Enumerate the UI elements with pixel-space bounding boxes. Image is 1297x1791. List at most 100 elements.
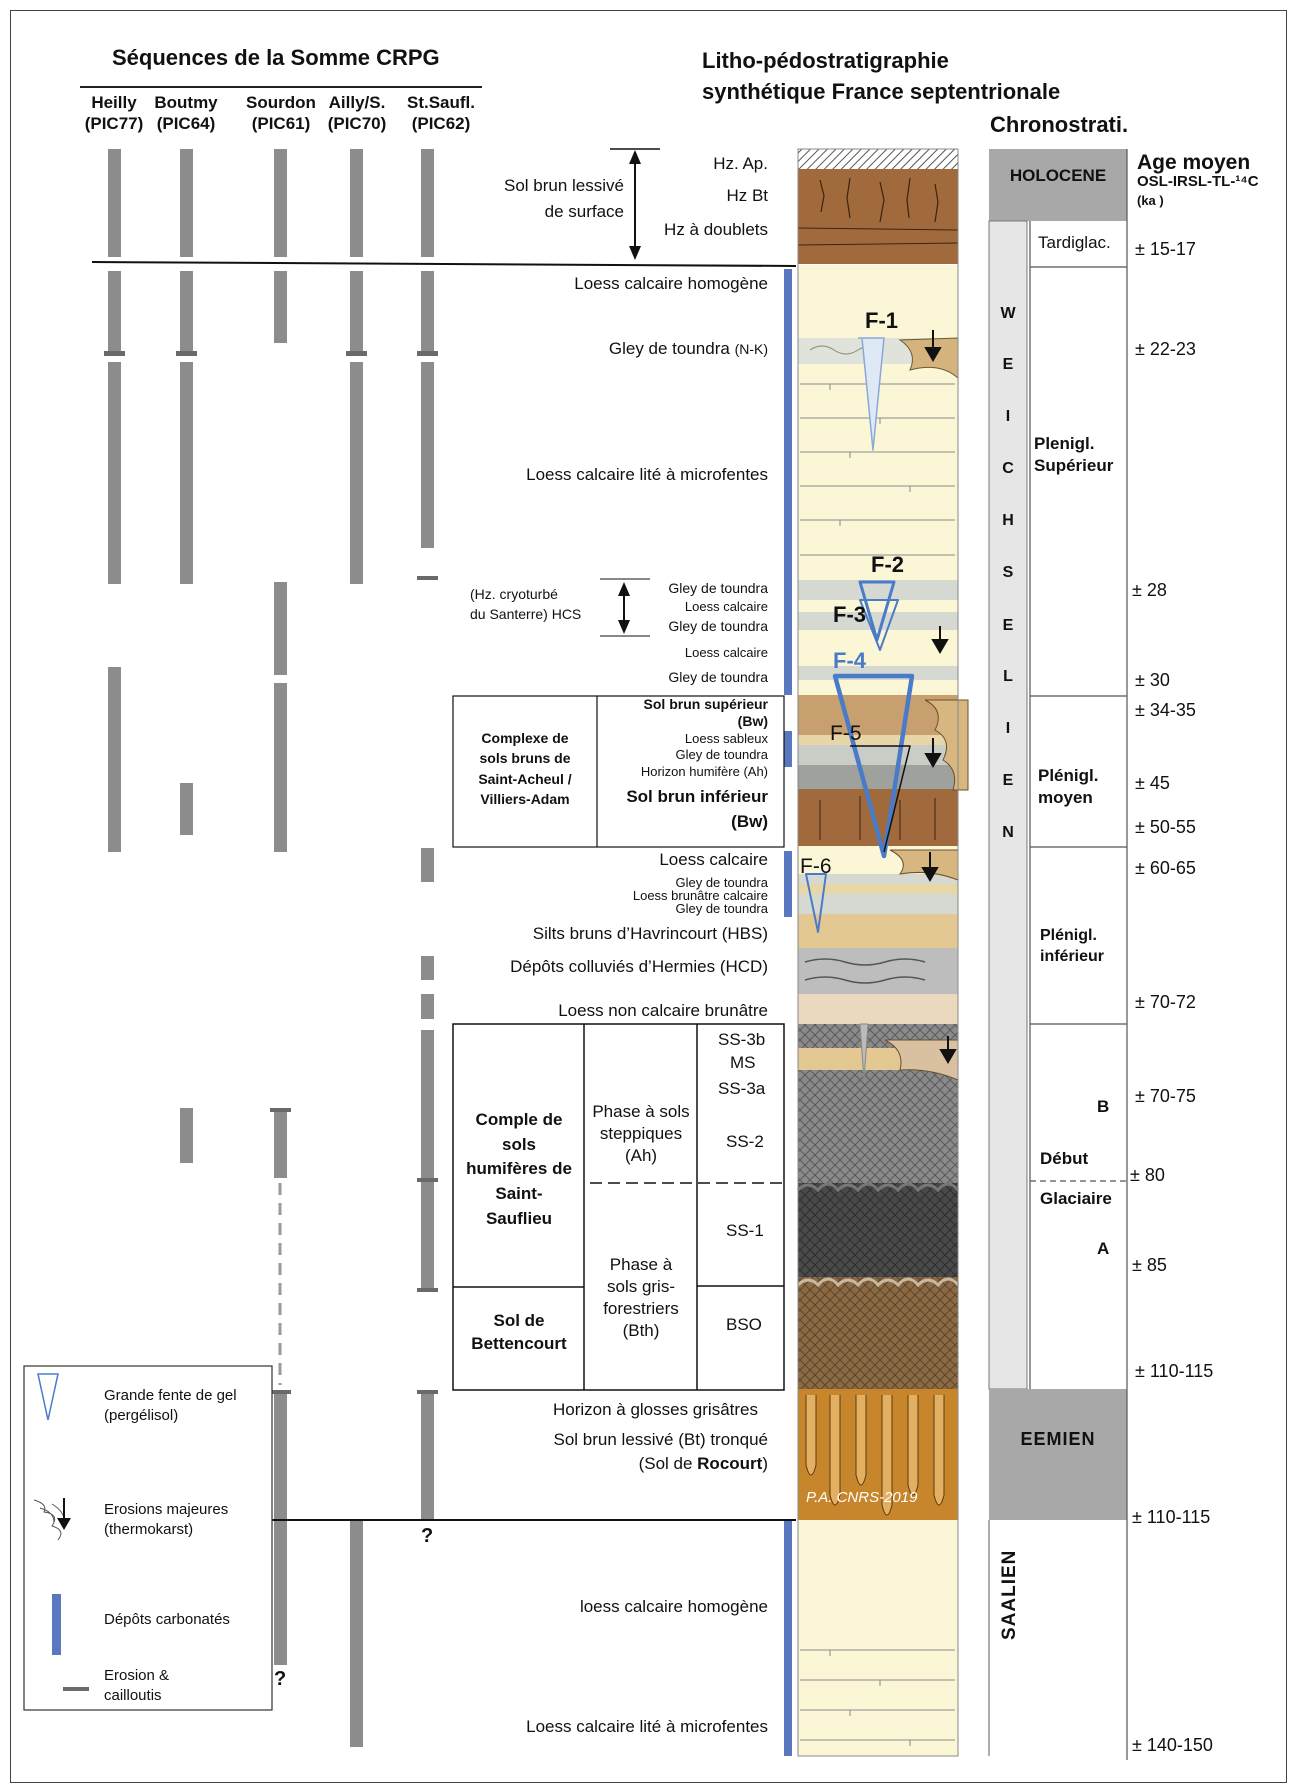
- label-gley-nk: Gley de toundra (N-K): [608, 339, 768, 358]
- label-loess-non-calc: Loess non calcaire brunâtre: [558, 1001, 768, 1020]
- label-sol-brun-inf-bw: (Bw): [731, 812, 768, 831]
- chrono-boxes: [988, 149, 1128, 1760]
- legend-erosion: Erosions majeures(thermokarst): [104, 1501, 229, 1539]
- label-gley-b: Gley de toundra: [668, 618, 768, 634]
- age-8: ± 60-65: [1135, 858, 1196, 878]
- label-hcs-1: (Hz. cryoturbé: [470, 586, 558, 602]
- age-10: ± 70-75: [1135, 1086, 1196, 1106]
- legend-carbonate: Dépôts carbonatés: [104, 1611, 230, 1628]
- legend-cailloutis: Erosion &cailloutis: [104, 1667, 170, 1705]
- wedge-f4: F-4: [833, 648, 866, 673]
- label-horizon-humifere: Horizon humifère (Ah): [640, 764, 768, 779]
- chrono-eemien: EEMIEN: [1020, 1429, 1096, 1449]
- age-3: ± 28: [1132, 580, 1167, 600]
- age-1: ± 15-17: [1135, 239, 1196, 259]
- sauflieu-box: [452, 1023, 785, 1391]
- weichsel-letter-6: S: [1002, 564, 1014, 581]
- label-hz-ap: Hz. Ap.: [713, 154, 768, 173]
- complexe-box: [452, 695, 785, 848]
- seq-sourdon: Sourdon(PIC61): [246, 93, 316, 134]
- chrono-saalien: SAALIEN: [999, 1549, 1020, 1640]
- age-2: ± 22-23: [1135, 339, 1196, 359]
- label-loess-homogene-top: Loess calcaire homogène: [574, 274, 768, 293]
- frost-wedges: [805, 337, 915, 1081]
- age-11: ± 80: [1130, 1165, 1165, 1185]
- label-rocourt-2: (Sol de Rocourt): [638, 1454, 768, 1473]
- weichsel-letter-2: E: [1002, 356, 1014, 373]
- weichsel-letter-11: N: [1002, 824, 1014, 841]
- age-4: ± 30: [1135, 670, 1170, 690]
- age-12: ± 85: [1132, 1255, 1167, 1275]
- age-unit: (ka ): [1137, 193, 1164, 208]
- label-loess-calcaire: Loess calcaire: [659, 850, 768, 869]
- weichsel-letter-3: I: [1005, 408, 1011, 425]
- label-glosses: Horizon à glosses grisâtres: [552, 1400, 758, 1419]
- label-hcd: Dépôts colluviés d’Hermies (HCD): [510, 957, 768, 976]
- wedge-f3: F-3: [833, 602, 866, 627]
- seq-heilly: Heilly(PIC77): [84, 93, 144, 134]
- figure-frame: [10, 10, 1287, 1783]
- label-ss2: SS-2: [726, 1132, 764, 1151]
- sequence-bars: [108, 149, 434, 1747]
- weichsel-letter-5: H: [1002, 512, 1014, 529]
- age-7: ± 50-55: [1135, 817, 1196, 837]
- label-loess-brunatre-calc: Loess brunâtre calcaire: [632, 888, 768, 903]
- carbonate-bars: [784, 269, 792, 1756]
- label-sol-brun-sup: Sol brun supérieur: [643, 696, 768, 712]
- legend-frost-wedge: Grande fente de gel(pergélisol): [104, 1387, 237, 1425]
- label-loess-homogene-bottom: loess calcaire homogène: [579, 1597, 768, 1616]
- weichsel-letter-8: L: [1003, 668, 1013, 685]
- wedge-f2: F-2: [871, 552, 904, 577]
- question-mark-sourdon: ?: [274, 1668, 287, 1690]
- seq-st-saufl: St.Saufl.(PIC62): [406, 93, 475, 134]
- chrono-plenigl-sup: Plenigl.Supérieur: [1034, 434, 1114, 476]
- weichsel-letter-10: E: [1002, 772, 1014, 789]
- label-loess-lite: Loess calcaire lité à microfentes: [526, 465, 768, 484]
- chrono-b: B: [1097, 1097, 1110, 1116]
- question-mark-stsaufl: ?: [421, 1525, 434, 1547]
- label-loess-sableux: Loess sableux: [684, 731, 768, 746]
- label-sol-brun-sup-bw: (Bw): [737, 713, 768, 729]
- label-gley-f: Gley de toundra: [675, 901, 768, 916]
- label-hz-bt: Hz Bt: [726, 186, 768, 205]
- seq-boutmy: Boutmy(PIC64): [154, 93, 218, 134]
- weichsel-letter-7: E: [1002, 617, 1014, 634]
- erosion-marks: [104, 351, 438, 1394]
- label-ss3a: SS-3a: [718, 1079, 766, 1098]
- seq-ailly: Ailly/S.(PIC70): [327, 93, 387, 134]
- weichsel-letter-9: I: [1005, 720, 1011, 737]
- label-gley-d: Gley de toundra: [675, 747, 768, 762]
- label-sol-surface-2: de surface: [544, 202, 624, 221]
- wedge-f1: F-1: [865, 308, 898, 333]
- wedge-f5: F-5: [830, 722, 862, 745]
- chrono-title: Chronostrati.: [990, 112, 1129, 137]
- chrono-a: A: [1097, 1239, 1110, 1258]
- credit-label: P.A. CNRS-2019: [806, 1489, 918, 1506]
- chrono-plenigl-moy: Plénigl.moyen: [1038, 766, 1099, 808]
- label-ms: MS: [730, 1053, 756, 1072]
- age-9: ± 70-72: [1135, 992, 1196, 1012]
- erosion-arrows: [921, 330, 957, 1064]
- age-5: ± 34-35: [1135, 700, 1196, 720]
- weichsel-letter-4: C: [1002, 460, 1014, 477]
- chrono-debut: Début: [1040, 1149, 1089, 1168]
- label-gley-c: Gley de toundra: [668, 669, 768, 685]
- chrono-tardiglac: Tardiglac.: [1038, 233, 1111, 252]
- chrono-glaciaire: Glaciaire: [1040, 1189, 1112, 1208]
- age-15: ± 140-150: [1132, 1735, 1213, 1755]
- holocene-boundary-line: [91, 261, 797, 267]
- label-loess-calc-small2: Loess calcaire: [684, 645, 768, 660]
- legend-graphics: [23, 1365, 273, 1711]
- left-title: Séquences de la Somme CRPG: [112, 45, 440, 70]
- age-title: Age moyen: [1137, 151, 1251, 174]
- label-gley-e: Gley de toundra: [675, 875, 768, 890]
- age-13: ± 110-115: [1135, 1361, 1214, 1381]
- label-ss1: SS-1: [726, 1221, 764, 1240]
- label-loess-calc-small: Loess calcaire: [684, 599, 768, 614]
